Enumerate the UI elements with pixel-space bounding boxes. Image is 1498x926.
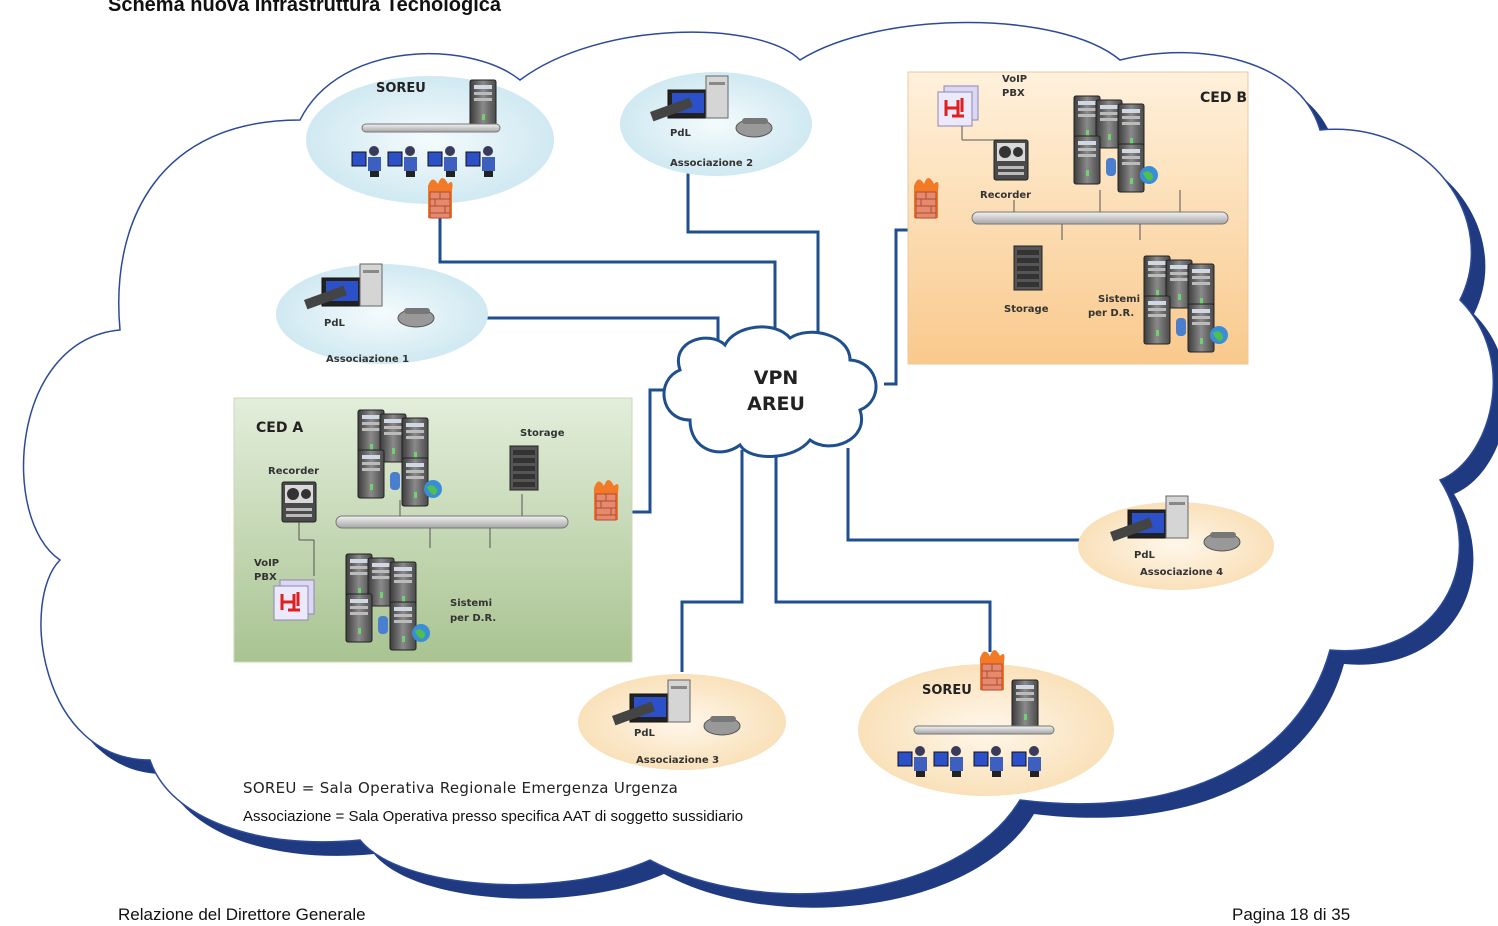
assoc2-label: Associazione 2 (670, 158, 753, 169)
ced-a-sistemi-2: per D.R. (450, 613, 496, 624)
firewall-icon (593, 479, 619, 521)
pbx-icon (936, 84, 980, 128)
ced-a-recorder: Recorder (268, 466, 319, 477)
server-icon (469, 79, 497, 129)
storage-icon (509, 445, 539, 491)
ced-b-voip-1: VoIP (1002, 74, 1027, 85)
server-icon (1011, 679, 1039, 729)
soreu-top-label: SOREU (376, 81, 426, 96)
link-soreu-bottom (774, 450, 992, 652)
ced-a-sistemi-1: Sistemi (450, 598, 492, 609)
soreu-bottom-label: SOREU (922, 683, 972, 698)
firewall-icon (427, 177, 453, 219)
soreu-bottom-node: SOREU (858, 649, 1114, 796)
assoc2-pdl: PdL (670, 128, 691, 139)
lan-bar (361, 123, 501, 133)
legend-associazione: Associazione = Sala Operativa presso spe… (243, 808, 744, 825)
assoc3-label: Associazione 3 (636, 755, 719, 766)
link-soreu-top (438, 212, 777, 340)
recorder-icon (281, 481, 317, 523)
assoc2-node: PdL Associazione 2 (620, 72, 812, 176)
assoc1-label: Associazione 1 (326, 354, 409, 365)
lan-bar (971, 211, 1229, 225)
footer-page-number: Pagina 18 di 35 (1232, 905, 1351, 924)
ced-b-title: CED B (1200, 90, 1247, 106)
storage-icon (1013, 245, 1043, 291)
ced-b-voip-2: PBX (1002, 88, 1025, 99)
page-title: Schema nuova Infrastruttura Tecnologica (108, 0, 502, 16)
vpn-cloud: VPN AREU (662, 325, 878, 458)
assoc4-pdl: PdL (1134, 550, 1155, 561)
lan-bar (913, 725, 1055, 735)
ced-a-voip-1: VoIP (254, 558, 279, 569)
footer-document-title: Relazione del Direttore Generale (118, 905, 366, 924)
link-assoc1 (482, 316, 720, 340)
lan-bar (335, 515, 569, 529)
firewall-icon (979, 649, 1005, 691)
recorder-icon (993, 139, 1029, 181)
assoc4-label: Associazione 4 (1140, 567, 1223, 578)
ced-b-node: CED B VoIP PBX Recorder Storage Sistemi … (907, 71, 1249, 365)
assoc1-node: PdL Associazione 1 (276, 263, 488, 365)
vpn-label-1: VPN (754, 367, 799, 389)
ced-b-sistemi-2: per D.R. (1088, 308, 1134, 319)
link-assoc3 (680, 450, 744, 672)
legend-soreu: SOREU = Sala Operativa Regionale Emergen… (243, 779, 679, 797)
assoc1-pdl: PdL (324, 318, 345, 329)
ced-a-node: CED A Storage Recorder VoIP PBX Sistemi … (233, 397, 633, 663)
ced-a-title: CED A (256, 420, 303, 436)
soreu-top-node: SOREU (306, 76, 554, 219)
ced-a-voip-2: PBX (254, 572, 277, 583)
assoc4-node: PdL Associazione 4 (1078, 495, 1274, 590)
ced-b-recorder: Recorder (980, 190, 1031, 201)
ced-b-storage: Storage (1004, 304, 1049, 315)
assoc3-pdl: PdL (634, 728, 655, 739)
pbx-icon (272, 578, 316, 622)
vpn-label-2: AREU (747, 393, 805, 415)
ced-b-sistemi-1: Sistemi (1098, 294, 1140, 305)
link-ced-b (884, 228, 910, 386)
link-assoc4 (846, 448, 1080, 542)
assoc3-node: PdL Associazione 3 (578, 674, 786, 770)
ced-a-storage: Storage (520, 428, 565, 439)
link-assoc2 (686, 170, 820, 340)
firewall-icon (913, 177, 939, 219)
